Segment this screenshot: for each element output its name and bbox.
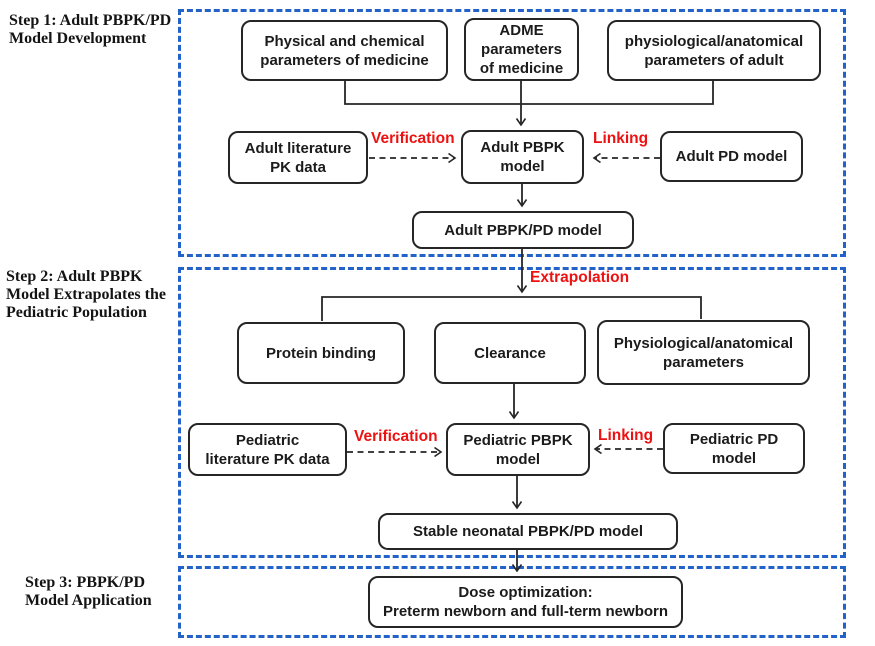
node-physiological-parameters-adult: physiological/anatomical parameters of a… xyxy=(607,20,821,81)
annotation-verification-pediatric: Verification xyxy=(354,428,438,445)
node-clearance: Clearance xyxy=(434,322,586,384)
node-adult-pbpk-pd-model: Adult PBPK/PD model xyxy=(412,211,634,249)
node-physiological-parameters: Physiological/anatomical parameters xyxy=(597,320,810,385)
node-stable-neonatal-pbpk-pd-model: Stable neonatal PBPK/PD model xyxy=(378,513,678,550)
annotation-extrapolation: Extrapolation xyxy=(530,269,630,286)
node-protein-binding: Protein binding xyxy=(237,322,405,384)
node-adult-pbpk-model: Adult PBPK model xyxy=(461,130,584,184)
step-2-label: Step 2: Adult PBPK Model Extrapolates th… xyxy=(6,268,166,321)
node-pediatric-literature-pk-data: Pediatric literature PK data xyxy=(188,423,347,476)
step-1-label: Step 1: Adult PBPK/PD Model Development xyxy=(9,12,172,47)
annotation-linking-adult: Linking xyxy=(593,130,649,147)
node-pediatric-pd-model: Pediatric PD model xyxy=(663,423,805,474)
node-pediatric-pbpk-model: Pediatric PBPK model xyxy=(446,423,590,476)
node-adme-parameters: ADME parameters of medicine xyxy=(464,18,579,81)
step-3-label: Step 3: PBPK/PD Model Application xyxy=(25,574,152,609)
node-physical-chemical-parameters: Physical and chemical parameters of medi… xyxy=(241,20,448,81)
annotation-verification-adult: Verification xyxy=(371,130,455,147)
node-adult-pd-model: Adult PD model xyxy=(660,131,803,182)
node-dose-optimization: Dose optimization: Preterm newborn and f… xyxy=(368,576,683,628)
annotation-linking-pediatric: Linking xyxy=(598,427,654,444)
node-adult-literature-pk-data: Adult literature PK data xyxy=(228,131,368,184)
step-1-region xyxy=(178,9,846,257)
step-2-region xyxy=(178,267,846,558)
